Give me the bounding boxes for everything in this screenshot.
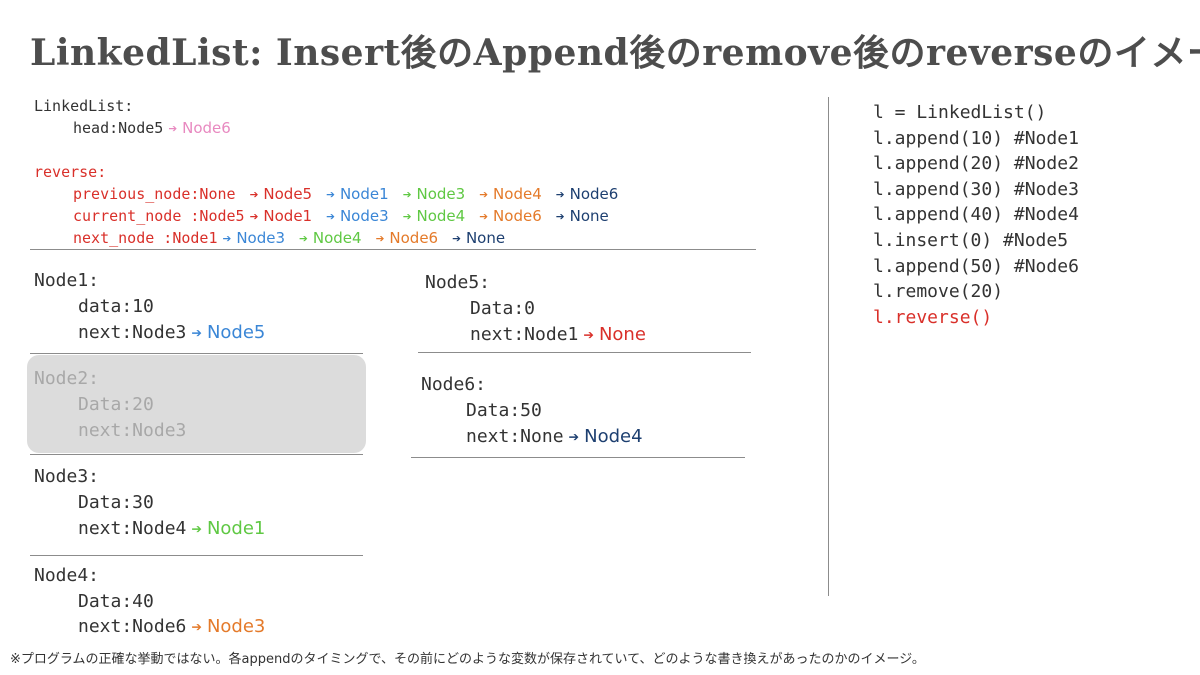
- divider: [418, 352, 751, 353]
- arrow-right-icon: ➔: [191, 521, 202, 536]
- removed-node-card: [27, 355, 366, 453]
- node3-name: Node3:: [34, 466, 100, 487]
- node1-new-next: Node5: [206, 322, 266, 343]
- current-step: Node6: [493, 207, 542, 225]
- arrow-right-icon: ➔: [191, 325, 202, 340]
- previous-step: Node6: [569, 185, 619, 203]
- node1-name: Node1:: [34, 270, 100, 291]
- code-line-current: l.reverse(): [873, 307, 993, 328]
- node3-next-label: next:Node4: [78, 518, 187, 539]
- node2-data: Data:20: [78, 394, 154, 415]
- divider: [30, 454, 363, 455]
- previous-step: Node3: [416, 185, 466, 203]
- node5-new-next: None: [598, 324, 646, 345]
- code-line: l.insert(0) #Node5: [873, 230, 1069, 251]
- node4-data: Data:40: [78, 591, 154, 612]
- node2-name: Node2:: [34, 368, 100, 389]
- node5-name: Node5:: [425, 272, 491, 293]
- arrow-right-icon: ➔: [249, 211, 259, 223]
- node4-next-label: next:Node6: [78, 616, 187, 637]
- current-step: Node4: [416, 207, 466, 225]
- node6-next: next:None ➔ Node4: [466, 424, 643, 450]
- arrow-right-icon: ➔: [555, 189, 565, 201]
- previous-node-label: previous_node:None: [73, 185, 236, 203]
- reverse-label: reverse:: [34, 163, 107, 181]
- page-title: LinkedList: Insert後のAppend後のremove後のreve…: [30, 32, 1200, 74]
- arrow-right-icon: ➔: [402, 189, 412, 201]
- code-line: l.append(40) #Node4: [873, 204, 1079, 225]
- previous-step: Node5: [263, 185, 313, 203]
- vertical-divider: [828, 97, 829, 596]
- current-step: None: [569, 207, 609, 225]
- code-line: l.append(10) #Node1: [873, 128, 1079, 149]
- divider: [411, 457, 745, 458]
- node5-next: next:Node1 ➔ None: [470, 322, 646, 348]
- previous-step: Node1: [339, 185, 389, 203]
- node5-next-label: next:Node1: [470, 324, 579, 345]
- node4-new-next: Node3: [206, 616, 266, 637]
- node1-next: next:Node3 ➔ Node5: [78, 320, 265, 346]
- next-step: None: [465, 229, 506, 247]
- node1-next-label: next:Node3: [78, 322, 187, 343]
- code-line: l.append(50) #Node6: [873, 256, 1079, 277]
- next-step: Node4: [312, 229, 362, 247]
- code-line: l.append(20) #Node2: [873, 153, 1079, 174]
- arrow-right-icon: ➔: [299, 233, 308, 245]
- arrow-right-icon: ➔: [583, 327, 594, 342]
- arrow-right-icon: ➔: [191, 619, 202, 634]
- code-line: l.append(30) #Node3: [873, 179, 1079, 200]
- previous-step: Node4: [493, 185, 542, 203]
- arrow-right-icon: ➔: [452, 233, 461, 245]
- arrow-right-icon: ➔: [249, 189, 259, 201]
- current-step: Node3: [339, 207, 389, 225]
- node5-data: Data:0: [470, 298, 536, 319]
- arrow-right-icon: ➔: [555, 211, 565, 223]
- node1-data: data:10: [78, 296, 154, 317]
- node2-next: next:Node3: [78, 420, 187, 441]
- node6-new-next: Node4: [584, 426, 643, 447]
- arrow-right-icon: ➔: [326, 189, 335, 201]
- current-node-label: current_node :Node5: [73, 207, 245, 225]
- code-line: l.remove(20): [873, 281, 1004, 302]
- arrow-right-icon: ➔: [479, 211, 489, 223]
- node3-data: Data:30: [78, 492, 154, 513]
- node6-data: Data:50: [466, 400, 542, 421]
- divider: [30, 555, 363, 556]
- current-step: Node1: [263, 207, 313, 225]
- head-label: head:Node5: [73, 119, 164, 137]
- arrow-right-icon: ➔: [402, 211, 412, 223]
- arrow-right-icon: ➔: [326, 211, 335, 223]
- next-node-label: next_node :Node1: [73, 229, 218, 247]
- divider: [30, 249, 756, 250]
- node3-new-next: Node1: [206, 518, 266, 539]
- reverse-current-row: current_node :Node5➔Node1 ➔Node3 ➔Node4 …: [73, 205, 609, 228]
- node6-name: Node6:: [421, 374, 487, 395]
- next-step: Node6: [389, 229, 439, 247]
- code-line: l = LinkedList(): [873, 102, 1047, 123]
- next-step: Node3: [236, 229, 286, 247]
- linkedlist-label: LinkedList:: [34, 97, 134, 115]
- node6-next-label: next:None: [466, 426, 564, 447]
- reverse-next-row: next_node :Node1 ➔ Node3 ➔ Node4 ➔ Node6 ➔ No…: [73, 227, 505, 250]
- arrow-right-icon: ➔: [479, 189, 489, 201]
- arrow-right-icon: ➔: [568, 429, 580, 444]
- arrow-right-icon: ➔: [222, 233, 232, 245]
- node3-next: next:Node4 ➔ Node1: [78, 516, 265, 542]
- divider: [30, 353, 363, 354]
- arrow-right-icon: ➔: [168, 123, 178, 135]
- node4-next: next:Node6 ➔ Node3: [78, 614, 265, 640]
- footnote: ※プログラムの正確な挙動ではない。各appendのタイミングで、その前にどのよう…: [10, 652, 925, 667]
- head-new-value: Node6: [182, 119, 231, 137]
- linkedlist-head: head:Node5 ➔ Node6: [73, 117, 231, 140]
- reverse-previous-row: previous_node:None ➔Node5 ➔Node1 ➔Node3 …: [73, 183, 618, 206]
- arrow-right-icon: ➔: [375, 233, 385, 245]
- node4-name: Node4:: [34, 565, 100, 586]
